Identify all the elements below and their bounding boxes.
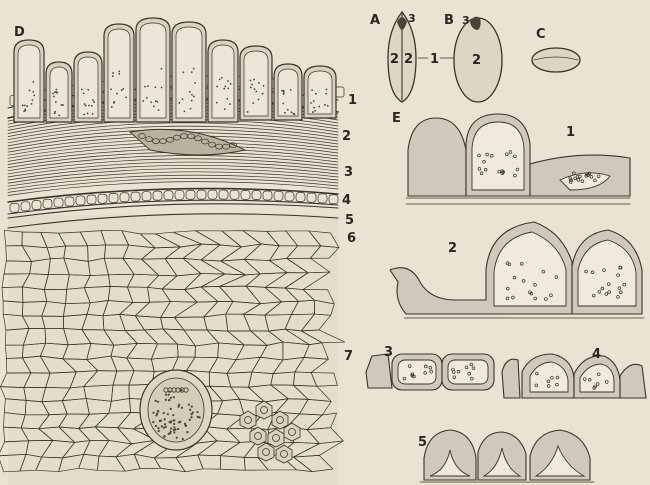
panel-b-label-3: 3 bbox=[462, 14, 470, 27]
panel-e-label-1: 1 bbox=[566, 125, 575, 140]
panel-e-label-4: 4 bbox=[592, 347, 601, 362]
panel-d-letter: D bbox=[14, 25, 25, 40]
panel-e-label-2: 2 bbox=[448, 241, 457, 256]
panel-a-letter: A bbox=[370, 13, 380, 28]
panel-e2-cells bbox=[390, 222, 644, 318]
panel-a-label-1: 1 bbox=[430, 52, 439, 67]
epidermal-palisade bbox=[14, 18, 336, 122]
panel-a-label-2b: 2 bbox=[404, 52, 413, 67]
layer-label-7: 7 bbox=[344, 349, 353, 364]
layer-label-5: 5 bbox=[345, 213, 354, 228]
panel-c-seed bbox=[532, 48, 580, 72]
panel-e1-cells bbox=[406, 114, 630, 204]
layer-label-3: 3 bbox=[344, 165, 353, 180]
panel-e-letter: E bbox=[392, 111, 401, 126]
layer-label-2: 2 bbox=[342, 129, 351, 144]
panel-e5-cells bbox=[420, 430, 594, 482]
panel-e-label-5: 5 bbox=[418, 435, 427, 450]
panel-a-label-3: 3 bbox=[408, 12, 416, 25]
layer-label-6: 6 bbox=[347, 231, 356, 246]
panel-a-label-2a: 2 bbox=[390, 52, 399, 67]
panel-b-label-2: 2 bbox=[472, 53, 481, 68]
layer-label-1: 1 bbox=[348, 93, 357, 108]
layer-label-4: 4 bbox=[342, 193, 351, 208]
panel-d-section bbox=[0, 18, 345, 485]
vascular-bundle bbox=[140, 370, 212, 450]
panel-e-label-3: 3 bbox=[384, 345, 393, 360]
panel-b-letter: B bbox=[444, 13, 454, 28]
panel-c-letter: C bbox=[536, 27, 546, 42]
panel-e4-cells bbox=[502, 354, 646, 398]
